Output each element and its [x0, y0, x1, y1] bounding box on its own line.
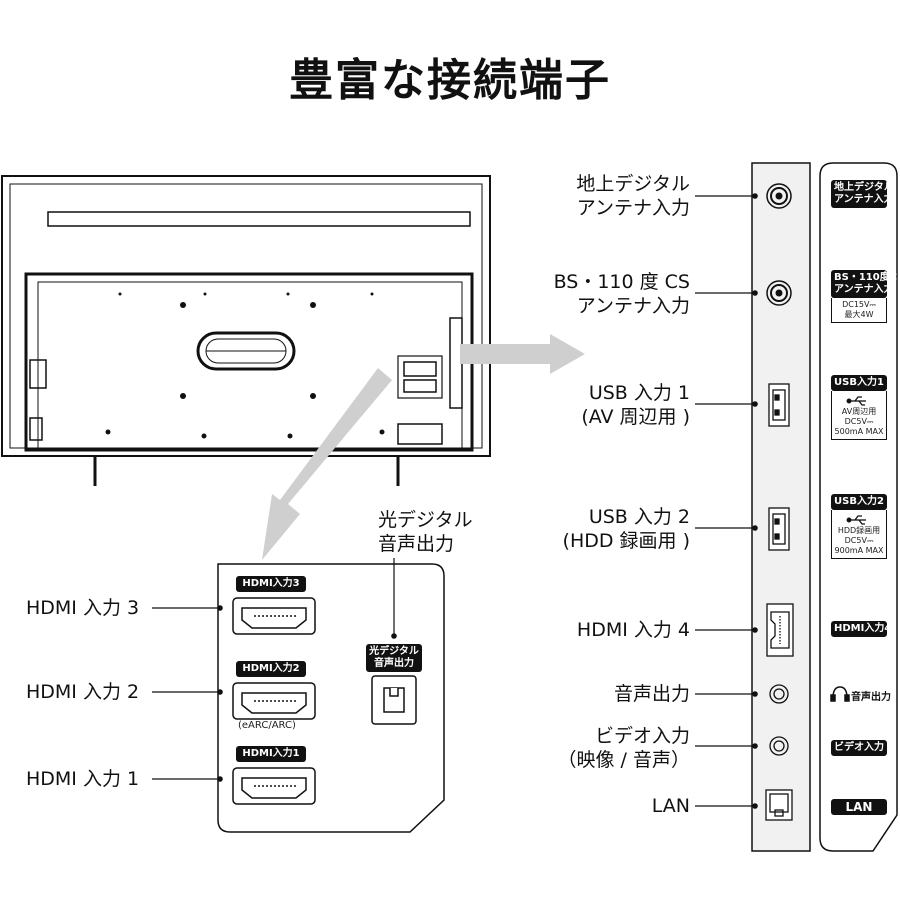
coax-antenna-icon	[766, 280, 792, 306]
port-label-line2: (AV 周辺用 )	[581, 406, 690, 428]
tag-video-in: ビデオ入力	[831, 740, 887, 756]
tag-hdmi1: HDMI入力1	[236, 746, 306, 762]
tag-line2: 音声出力	[374, 658, 414, 669]
arrow-right	[460, 334, 585, 374]
hdmi3-label: HDMI 入力 3	[26, 597, 140, 619]
headphone-jack-icon	[769, 684, 789, 704]
coax-antenna-icon	[766, 183, 792, 209]
port-label-usb2: USB 入力 2 (HDD 録画用 )	[563, 505, 690, 553]
tag-line1: USB入力1	[831, 375, 887, 391]
optical-label-line1: 光デジタル	[378, 509, 473, 531]
usb-port-icon	[768, 507, 790, 551]
hdmi2-label: HDMI 入力 2	[26, 681, 140, 703]
hdmi-port-icon	[766, 603, 794, 657]
port-label-line1: USB 入力 1	[588, 382, 690, 404]
port-label-terrestrial: 地上デジタル アンテナ入力	[576, 172, 690, 220]
usb-port-icon	[768, 383, 790, 427]
hdmi1-label: HDMI 入力 1	[26, 768, 140, 790]
port-label-bs-cs: BS・110 度 CS アンテナ入力	[554, 270, 690, 318]
tag-hdmi4: HDMI入力4	[831, 621, 891, 637]
tag-terrestrial: 地上デジタルアンテナ入力	[831, 180, 894, 208]
tag-note1: AV周辺用	[841, 407, 877, 416]
usb-symbol-icon	[846, 396, 866, 406]
port-label-line2: （映像 / 音声）	[557, 749, 690, 771]
tag-note2: 最大4W	[844, 310, 874, 319]
headphone-icon	[830, 686, 850, 702]
port-label-usb1: USB 入力 1 (AV 周辺用 )	[581, 381, 690, 429]
hdmi-port-icon	[232, 767, 316, 805]
hdmi2-earc-note: (eARC/ARC)	[238, 720, 296, 731]
tag-optical: 光デジタル音声出力	[366, 644, 422, 672]
tag-note1: HDD録画用	[837, 526, 881, 535]
hdmi-port-icon	[232, 597, 316, 635]
optical-label-line2: 音声出力	[378, 533, 455, 555]
arrow-down-left	[262, 368, 392, 560]
tag-note3: 500mA MAX	[834, 427, 884, 436]
tag-line1: 光デジタル	[369, 646, 419, 657]
tag-line2: アンテナ入力	[834, 284, 894, 295]
port-label-line1: BS・110 度 CS	[553, 271, 690, 293]
video-jack-icon	[769, 736, 789, 756]
port-label-hdmi4: HDMI 入力 4	[576, 619, 690, 641]
optical-label: 光デジタル 音声出力	[378, 508, 473, 556]
tag-line1: USB入力2	[831, 494, 887, 510]
tag-note2: DC5V⎓	[844, 536, 874, 545]
port-label-line1: 地上デジタル	[576, 173, 690, 195]
optical-port-icon	[371, 675, 417, 725]
port-label-line2: アンテナ入力	[576, 295, 690, 317]
port-label-line2: (HDD 録画用 )	[562, 530, 690, 552]
page-title: 豊富な接続端子	[289, 55, 611, 106]
tv-rear-view	[1, 175, 491, 486]
side-terminal-panel	[751, 162, 811, 852]
tag-line2: アンテナ入力	[834, 194, 894, 205]
port-label-line1: USB 入力 2	[588, 506, 690, 528]
tag-hdmi3: HDMI入力3	[236, 576, 306, 592]
tag-note3: 900mA MAX	[834, 546, 884, 555]
tag-note2: DC5V⎓	[844, 417, 874, 426]
port-label-lan: LAN	[651, 795, 690, 817]
tag-audio-out: 音声出力	[851, 692, 891, 703]
tag-lan: LAN	[831, 799, 887, 815]
port-label-line1: ビデオ入力	[594, 725, 690, 747]
tag-hdmi2: HDMI入力2	[236, 661, 306, 677]
tag-note1: DC15V⎓	[842, 300, 876, 309]
port-label-line2: アンテナ入力	[576, 197, 690, 219]
tag-line1: 地上デジタル	[834, 182, 894, 193]
lan-port-icon	[765, 789, 793, 821]
port-label-audio-out: 音声出力	[613, 683, 690, 705]
port-label-video-in: ビデオ入力 （映像 / 音声）	[558, 724, 690, 772]
tag-line1: BS・110度CS	[834, 272, 900, 283]
tv-screw-holes	[105, 292, 385, 439]
usb-symbol-icon	[846, 515, 866, 525]
hdmi-port-icon	[232, 682, 316, 720]
